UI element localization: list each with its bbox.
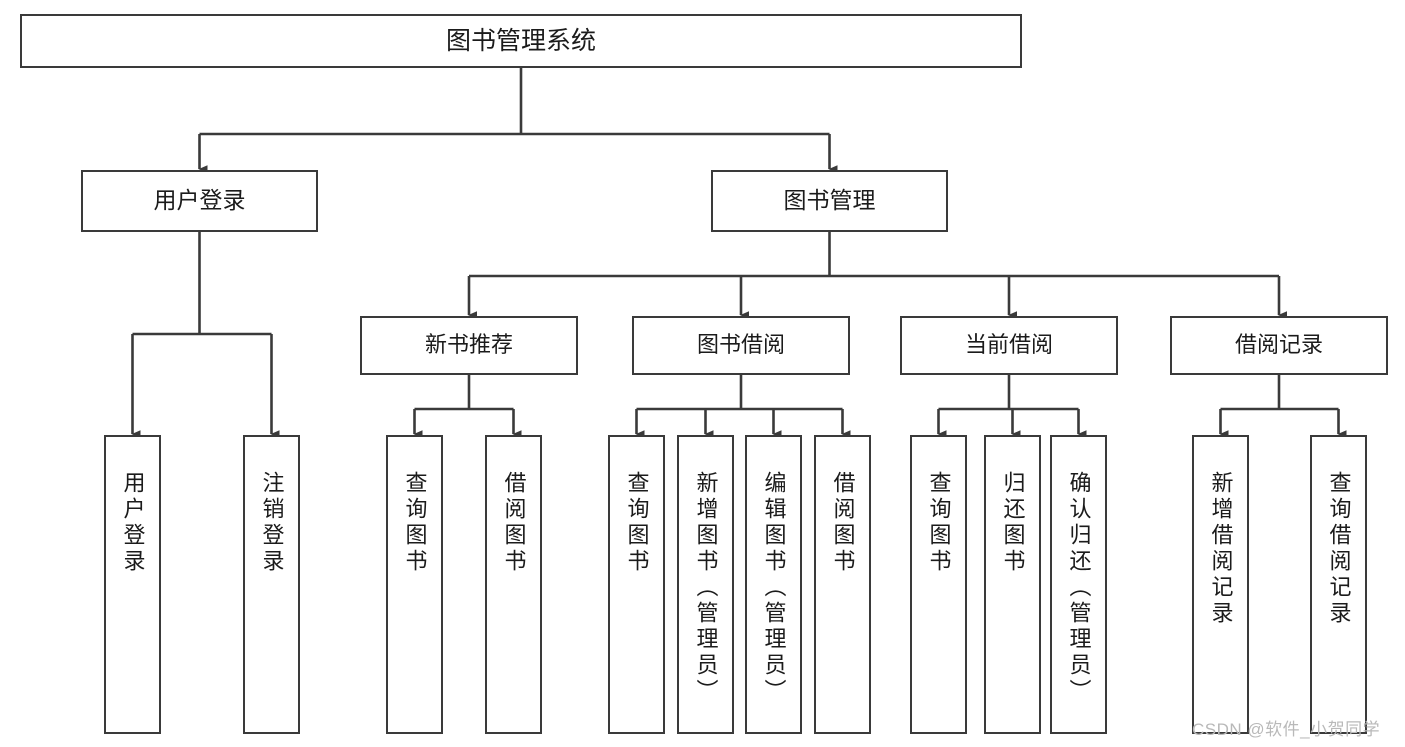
node-book-manage[interactable]: 图书管理: [711, 170, 948, 232]
node-label-leaf-user-logout: 注销登录: [259, 471, 285, 575]
node-label-leaf-query-book-2: 查询图书: [624, 471, 650, 575]
node-label-borrow-record: 借阅记录: [1234, 332, 1323, 358]
node-label-leaf-add-book: 新增图书（管理员）: [693, 471, 719, 705]
node-label-current-borrow: 当前借阅: [964, 332, 1053, 358]
node-label-leaf-edit-book: 编辑图书（管理员）: [761, 471, 787, 705]
node-label-leaf-borrow-book-2: 借阅图书: [830, 471, 856, 575]
node-current-borrow[interactable]: 当前借阅: [900, 316, 1118, 375]
node-label-leaf-query-book-1: 查询图书: [402, 471, 428, 575]
node-label-book-borrow: 图书借阅: [696, 332, 785, 358]
node-book-borrow[interactable]: 图书借阅: [632, 316, 850, 375]
node-label-leaf-query-book-3: 查询图书: [926, 471, 952, 575]
node-leaf-query-book-1[interactable]: 查询图书: [386, 435, 443, 734]
node-label-book-manage: 图书管理: [783, 187, 876, 214]
node-label-leaf-user-login: 用户登录: [120, 471, 146, 575]
node-label-user-login: 用户登录: [153, 187, 246, 214]
node-new-book-rec[interactable]: 新书推荐: [360, 316, 578, 375]
node-label-root: 图书管理系统: [445, 27, 596, 55]
edge-group: [131, 68, 1347, 438]
node-leaf-borrow-book-1[interactable]: 借阅图书: [485, 435, 542, 734]
node-leaf-user-login[interactable]: 用户登录: [104, 435, 161, 734]
node-label-leaf-add-record: 新增借阅记录: [1208, 471, 1234, 627]
node-borrow-record[interactable]: 借阅记录: [1170, 316, 1388, 375]
node-leaf-edit-book[interactable]: 编辑图书（管理员）: [745, 435, 802, 734]
node-leaf-add-book[interactable]: 新增图书（管理员）: [677, 435, 734, 734]
node-leaf-borrow-book-2[interactable]: 借阅图书: [814, 435, 871, 734]
node-leaf-query-book-3[interactable]: 查询图书: [910, 435, 967, 734]
node-leaf-return-book[interactable]: 归还图书: [984, 435, 1041, 734]
node-leaf-query-record[interactable]: 查询借阅记录: [1310, 435, 1367, 734]
node-root[interactable]: 图书管理系统: [20, 14, 1022, 68]
node-leaf-user-logout[interactable]: 注销登录: [243, 435, 300, 734]
node-leaf-query-book-2[interactable]: 查询图书: [608, 435, 665, 734]
node-label-leaf-confirm-return: 确认归还（管理员）: [1066, 471, 1092, 705]
node-label-new-book-rec: 新书推荐: [424, 332, 513, 358]
node-label-leaf-borrow-book-1: 借阅图书: [501, 471, 527, 575]
node-label-leaf-query-record: 查询借阅记录: [1326, 471, 1352, 627]
node-user-login[interactable]: 用户登录: [81, 170, 318, 232]
node-leaf-add-record[interactable]: 新增借阅记录: [1192, 435, 1249, 734]
node-label-leaf-return-book: 归还图书: [1000, 471, 1026, 575]
node-leaf-confirm-return[interactable]: 确认归还（管理员）: [1050, 435, 1107, 734]
